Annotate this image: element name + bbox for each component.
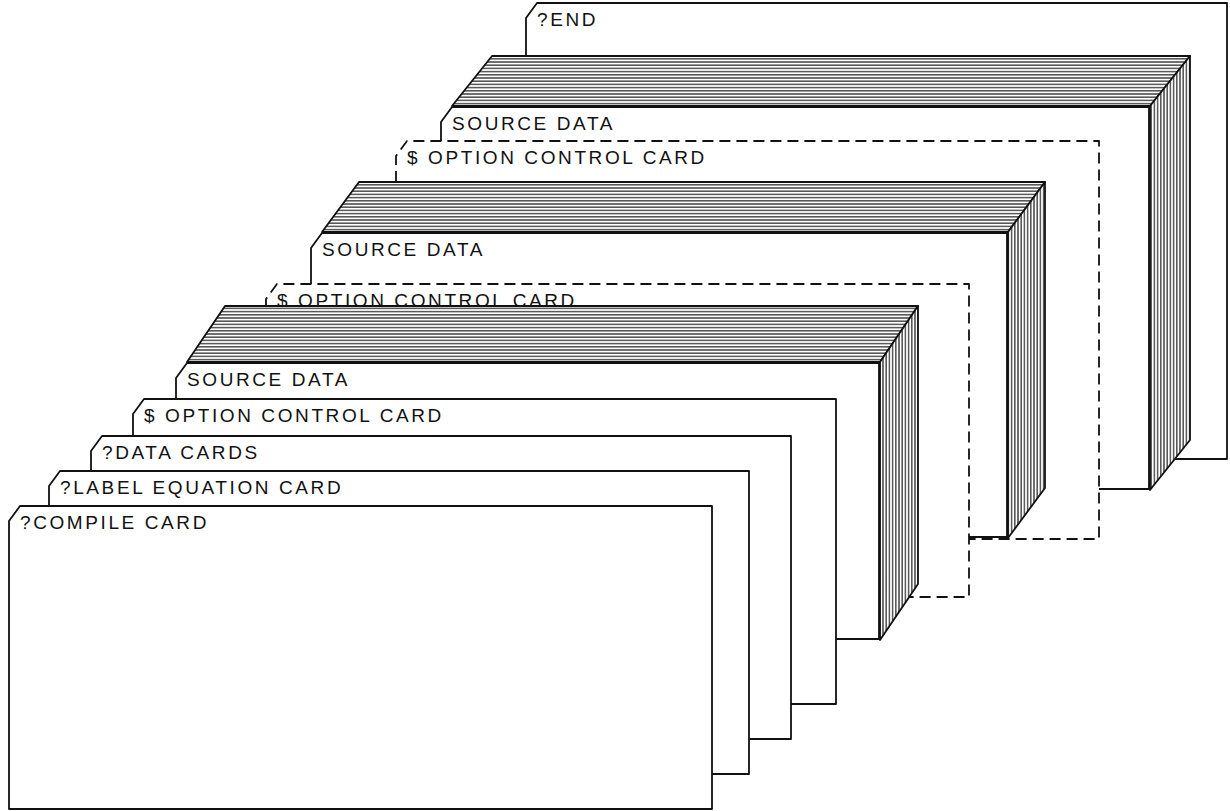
deck-top-edge: [452, 56, 1190, 106]
card-label: ?LABEL EQUATION CARD: [60, 478, 343, 497]
deck-side-edge: [1150, 56, 1190, 490]
card-label: ?DATA CARDS: [102, 443, 260, 462]
card-outline: [49, 471, 749, 774]
card-outline: [176, 363, 879, 639]
card-label: SOURCE DATA: [322, 240, 485, 259]
deck-side-edge: [880, 306, 918, 640]
optional-card-outline: [396, 141, 1099, 539]
card-label: ?END: [537, 10, 598, 29]
card-outline: [441, 107, 1149, 489]
card-outline: [133, 399, 836, 704]
card-outline: [91, 436, 791, 739]
optional-card-outline: [266, 284, 969, 597]
card-label: $ OPTION CONTROL CARD: [144, 406, 444, 425]
deck-side-edge: [1008, 182, 1045, 538]
card-outline: [526, 3, 1227, 459]
card-label: SOURCE DATA: [187, 370, 350, 389]
punched-card: ?COMPILE CARD: [8, 505, 713, 810]
card-label: $ OPTION CONTROL CARD: [407, 148, 707, 167]
card-label: SOURCE DATA: [452, 114, 615, 133]
deck-top-edge: [187, 306, 918, 362]
card-outline: [9, 506, 712, 809]
card-outline: [8, 505, 713, 810]
card-label: ?COMPILE CARD: [20, 513, 209, 532]
card-outline: [311, 233, 1007, 537]
deck-top-edge: [322, 182, 1045, 232]
